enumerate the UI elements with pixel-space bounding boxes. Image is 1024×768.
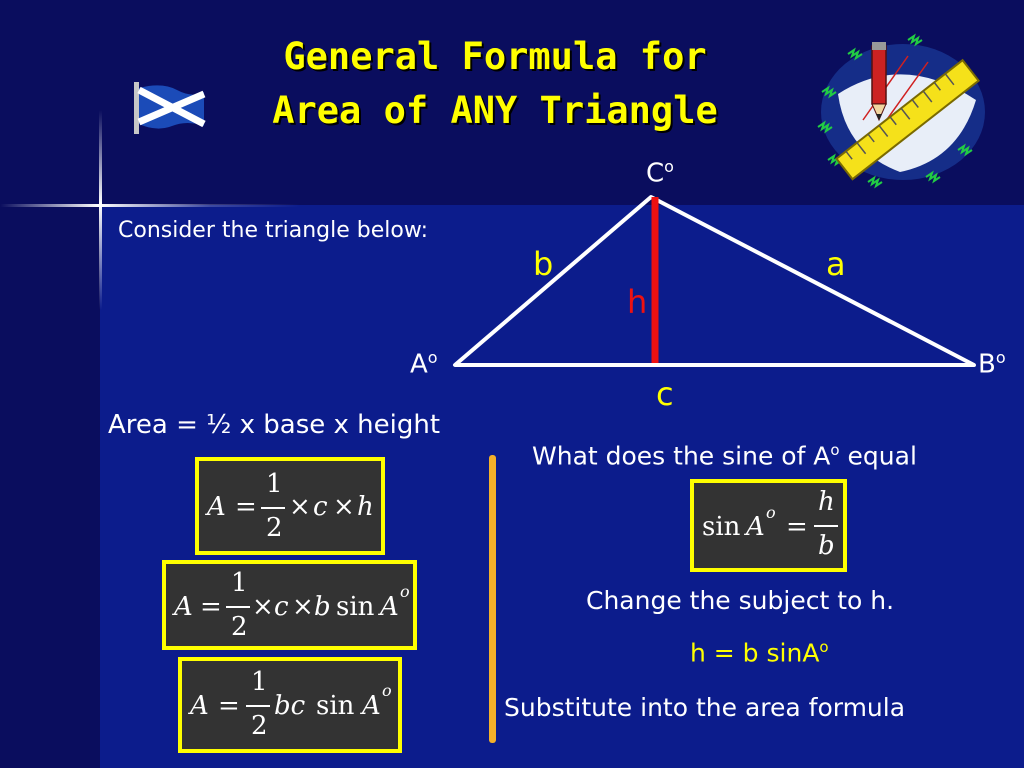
formula1-times-1: × <box>289 492 311 522</box>
h-equation: h = b sinAo <box>690 638 829 668</box>
substitute-text: Substitute into the area formula <box>504 693 906 722</box>
formula3-degree: o <box>382 681 392 700</box>
title-line-1: General Formula for <box>283 35 707 78</box>
side-c-label: c <box>656 375 674 413</box>
formula3-equals: = <box>218 691 240 721</box>
sine-fraction: h b <box>814 487 838 567</box>
sine-degree: o <box>766 503 776 522</box>
formula2-times-1: × <box>252 592 274 622</box>
vertex-b-label: Bo <box>978 348 1006 380</box>
formula1-numerator: 1 <box>266 469 283 499</box>
formula3-sin: sin <box>316 691 355 721</box>
side-b-label: b <box>533 245 554 283</box>
formula3-numerator: 1 <box>251 667 268 697</box>
formula1-lhs: A <box>207 492 226 522</box>
subject-text: Change the subject to h. <box>586 586 895 615</box>
formula-box-3: A = 1 2 bc sin A o <box>178 657 402 753</box>
formula2-equals: = <box>200 592 222 622</box>
formula2-sin: sin <box>336 592 375 622</box>
formula2-numerator: 1 <box>231 568 248 598</box>
formula1-times-2: × <box>333 492 355 522</box>
formula3-fraction: 1 2 <box>246 667 270 749</box>
formula2-c: c <box>274 592 289 622</box>
formula2-lhs: A <box>174 592 193 622</box>
side-a-label: a <box>826 245 846 283</box>
area-text: Area = ½ x base x height <box>108 410 441 440</box>
formula3-angle: A <box>362 691 381 721</box>
formula1-h: h <box>357 492 374 522</box>
triangle-shape <box>453 195 976 367</box>
sine-denominator: b <box>818 531 835 561</box>
vertex-c-label: Co <box>646 157 674 189</box>
formula2-angle: A <box>380 592 399 622</box>
vertex-a-label: Ao <box>410 348 438 380</box>
height-label: h <box>627 283 648 321</box>
formula-box-1: A = 1 2 × c × h <box>195 457 385 555</box>
sine-numerator: h <box>818 487 835 517</box>
vertical-divider <box>489 455 496 743</box>
formula2-degree: o <box>400 582 410 601</box>
formula1-fraction: 1 2 <box>261 467 285 549</box>
scotland-flag-icon <box>134 82 206 134</box>
formula2-denominator: 2 <box>231 612 248 642</box>
sine-sin: sin <box>702 512 741 542</box>
formula3-lhs: A <box>190 691 209 721</box>
formula3-bc: bc <box>274 691 306 721</box>
intro-text: Consider the triangle below: <box>118 218 429 243</box>
sine-equals: = <box>786 512 808 542</box>
question-text: What does the sine of Ao equal <box>532 441 917 471</box>
left-margin-background <box>0 0 100 768</box>
sine-formula-box: sin A o = h b <box>690 479 847 572</box>
formula3-denominator: 2 <box>251 711 268 741</box>
formula2-b: b <box>314 592 331 622</box>
sparkle-horizontal <box>0 204 300 207</box>
slide-title: General Formula for Area of ANY Triangle <box>180 30 810 138</box>
sparkle-vertical <box>99 110 102 310</box>
formula1-denominator: 2 <box>266 513 283 543</box>
formula2-times-2: × <box>292 592 314 622</box>
title-line-2: Area of ANY Triangle <box>272 89 718 132</box>
formula2-fraction: 1 2 <box>226 568 250 648</box>
formula-box-2: A = 1 2 × c × b sin A o <box>162 560 417 650</box>
formula1-c: c <box>313 492 328 522</box>
formula1-equals: = <box>235 492 257 522</box>
pencil-ruler-clipart-icon <box>817 33 985 189</box>
sine-angle: A <box>746 512 765 542</box>
